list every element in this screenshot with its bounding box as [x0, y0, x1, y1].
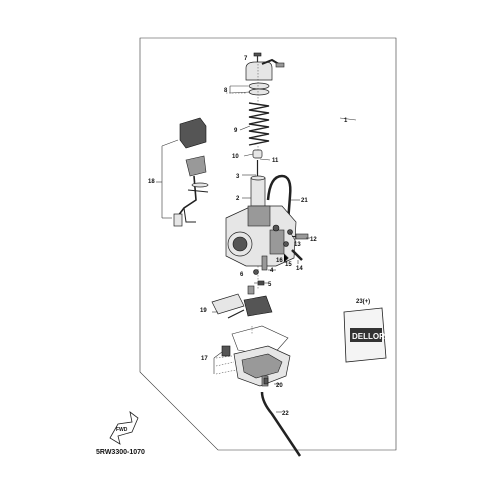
callout-11: 11 — [272, 158, 279, 164]
callout-13: 13 — [294, 242, 301, 248]
callout-20: 20 — [276, 383, 283, 389]
screw-7-icon — [253, 52, 262, 63]
throttle-valve-2-icon — [250, 175, 266, 209]
callout-4: 4 — [270, 268, 274, 274]
callout-1: 1 — [344, 118, 348, 124]
diagram-code: 5RW3300-1070 — [96, 449, 145, 456]
callout-12: 12 — [310, 237, 317, 243]
callout-23: 23(+) — [356, 299, 370, 305]
callout-5: 5 — [268, 282, 272, 288]
repair-kit-23-icon: DELLORTO — [343, 307, 396, 363]
leader-lines — [156, 64, 357, 413]
callout-7: 7 — [244, 56, 248, 62]
callout-21: 21 — [301, 198, 308, 204]
drain-hose-22-icon — [260, 391, 302, 457]
float-bowl-17-icon — [221, 345, 291, 387]
spring-9-icon — [248, 102, 270, 146]
callout-6: 6 — [240, 272, 244, 278]
fwd-arrow-icon: FWD — [109, 411, 139, 445]
spring-15-icon — [283, 253, 289, 263]
callout-18: 18 — [148, 179, 155, 185]
screw-20-icon — [263, 377, 269, 385]
callout-10: 10 — [232, 154, 239, 160]
clip-10-icon — [252, 149, 263, 159]
callout-16: 16 — [276, 258, 283, 264]
callout-3: 3 — [236, 174, 240, 180]
assembly-boundary — [139, 37, 397, 451]
washer-6-icon — [253, 269, 259, 275]
callout-9: 9 — [234, 128, 238, 134]
callout-8: 8 — [224, 88, 228, 94]
carburetor-body-icon — [225, 205, 297, 267]
callout-17: 17 — [201, 356, 208, 362]
callout-15: 15 — [285, 262, 292, 268]
hose-21-icon — [266, 174, 292, 223]
gasket-icon — [231, 325, 289, 357]
callout-22: 22 — [282, 411, 289, 417]
screw-14-icon — [291, 249, 303, 261]
jet-4-icon — [261, 255, 268, 271]
fwd-label: FWD — [116, 427, 128, 433]
top-cap-8-icon — [245, 58, 285, 96]
kit-brand-text: DELLORTO — [352, 332, 396, 341]
choke-assembly-18-icon — [173, 117, 209, 227]
callout-19: 19 — [200, 308, 207, 314]
callout-2: 2 — [236, 196, 240, 202]
callout-14: 14 — [296, 266, 303, 272]
float-19-icon — [211, 285, 273, 319]
